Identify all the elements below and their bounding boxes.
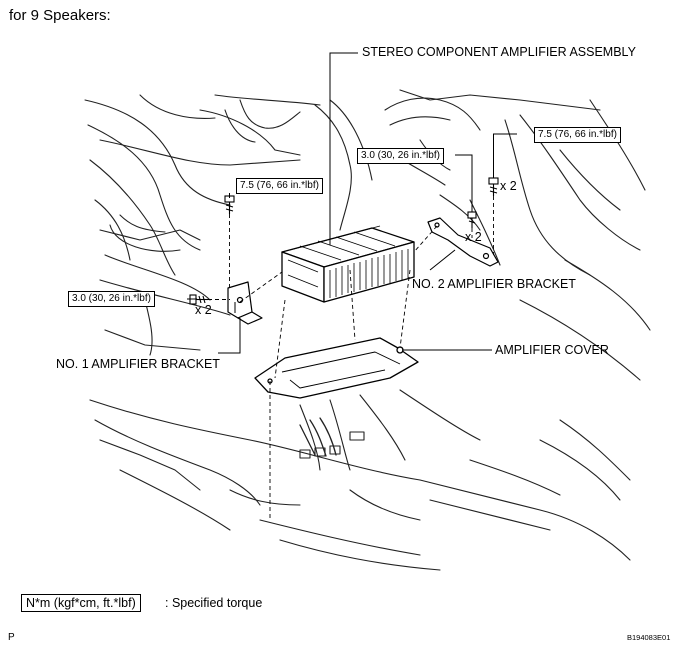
amplifier-cover xyxy=(254,337,419,399)
bolt-left-top xyxy=(224,195,235,214)
label-amplifier-cover: AMPLIFIER COVER xyxy=(495,343,609,357)
label-no2-amplifier-bracket: NO. 2 AMPLIFIER BRACKET xyxy=(412,277,576,291)
label-stereo-component-amplifier-assembly: STEREO COMPONENT AMPLIFIER ASSEMBLY xyxy=(362,45,636,59)
quantity-left-side: x 2 xyxy=(195,303,212,317)
torque-box-left-top: 7.5 (76, 66 in.*lbf) xyxy=(236,178,323,194)
footer-page-mark: P xyxy=(8,632,15,643)
footer-figure-code: B194083E01 xyxy=(627,633,671,642)
leader-no2-bracket xyxy=(429,249,456,271)
bolts xyxy=(189,177,499,305)
quantity-right-top: x 2 xyxy=(500,179,517,193)
quantity-right-mid: x 2 xyxy=(465,230,482,244)
leader-right-top-torque xyxy=(493,133,517,178)
leader-lines xyxy=(187,52,517,354)
page-heading: for 9 Speakers: xyxy=(9,7,111,24)
legend-description: : Specified torque xyxy=(165,596,263,610)
leader-no1-bracket xyxy=(218,318,241,354)
bolt-right-top xyxy=(488,177,499,196)
torque-box-right-mid: 3.0 (30, 26 in.*lbf) xyxy=(357,148,444,164)
legend-unit-box: N*m (kgf*cm, ft.*lbf) xyxy=(21,594,141,612)
alignment-dashed-lines xyxy=(208,196,494,520)
no1-amplifier-bracket xyxy=(227,281,263,325)
dashboard-contour-line xyxy=(84,99,231,206)
torque-box-right-top: 7.5 (76, 66 in.*lbf) xyxy=(534,127,621,143)
bolt-right-mid xyxy=(467,211,477,228)
leader-right-mid-torque xyxy=(455,154,473,212)
torque-box-left-side: 3.0 (30, 26 in.*lbf) xyxy=(68,291,155,307)
leader-amplifier-assembly xyxy=(329,52,358,245)
no2-amplifier-bracket xyxy=(427,217,499,267)
amplifier-assembly xyxy=(281,225,415,303)
label-no1-amplifier-bracket: NO. 1 AMPLIFIER BRACKET xyxy=(56,357,220,371)
